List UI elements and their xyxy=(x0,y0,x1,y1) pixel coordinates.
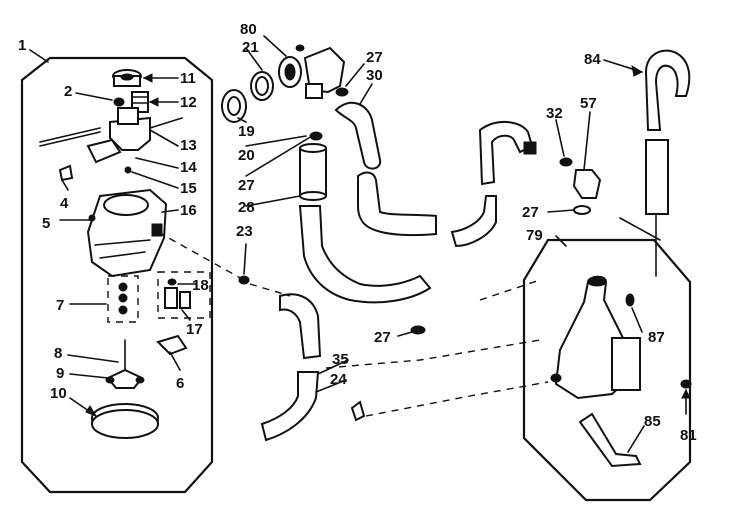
clip-4 xyxy=(58,164,74,182)
callout-12: 12 xyxy=(180,94,197,111)
hose-24 xyxy=(238,205,432,442)
pump-body xyxy=(86,188,168,278)
leader-lines xyxy=(29,35,687,453)
top-fittings xyxy=(221,44,349,123)
bracket-85 xyxy=(578,412,642,468)
callout-2: 2 xyxy=(64,83,72,100)
callout-1: 1 xyxy=(18,37,26,54)
callout-80: 80 xyxy=(240,21,257,38)
guide-lines xyxy=(157,231,549,417)
hose-84 xyxy=(619,49,691,277)
callout-79: 79 xyxy=(526,227,543,244)
callout-20: 20 xyxy=(238,147,255,164)
part-6 xyxy=(156,334,188,356)
callout-11: 11 xyxy=(180,70,196,87)
callout-labels: 1 2 4 5 6 7 8 9 10 11 12 13 14 15 16 17 … xyxy=(18,21,697,444)
callout-7: 7 xyxy=(56,297,64,314)
callout-27-right: 27 xyxy=(522,204,539,221)
screw-81 xyxy=(680,379,692,389)
callout-84: 84 xyxy=(584,51,601,68)
clamp-27-top xyxy=(335,87,349,97)
clamp-27-mid xyxy=(410,325,426,335)
hose-32 xyxy=(450,121,602,248)
callout-24: 24 xyxy=(330,371,347,388)
callout-21: 21 xyxy=(242,39,259,56)
arrowheads xyxy=(85,64,691,418)
callout-15: 15 xyxy=(180,180,197,197)
callout-85: 85 xyxy=(644,413,661,430)
callout-35: 35 xyxy=(332,351,349,368)
hose-30 xyxy=(334,101,437,237)
left-panel-border xyxy=(20,56,214,494)
nut-2 xyxy=(113,97,125,107)
callout-4: 4 xyxy=(60,195,69,212)
part-87 xyxy=(625,293,635,307)
bracket-7 xyxy=(107,275,139,323)
callout-27-mid: 27 xyxy=(374,329,391,346)
callout-23: 23 xyxy=(236,223,253,240)
callout-9: 9 xyxy=(56,365,64,382)
callout-14: 14 xyxy=(180,159,197,176)
right-panel-border xyxy=(522,238,692,502)
right-panel xyxy=(522,238,692,502)
elbow-57 xyxy=(572,169,602,199)
callout-27-left: 27 xyxy=(238,177,255,194)
callout-81: 81 xyxy=(680,427,697,444)
lever-rod xyxy=(39,127,101,143)
small-parts xyxy=(107,271,211,356)
box-17 xyxy=(157,271,211,319)
washer-15 xyxy=(124,166,132,174)
callout-13: 13 xyxy=(180,137,197,154)
callout-8: 8 xyxy=(54,345,62,362)
callout-30: 30 xyxy=(366,67,383,84)
callout-18: 18 xyxy=(192,277,209,294)
clamp-assembly xyxy=(91,339,159,439)
callout-57: 57 xyxy=(580,95,597,112)
callout-28: 28 xyxy=(238,199,255,216)
tube-28 xyxy=(299,131,327,201)
clamp-27-right xyxy=(573,205,591,215)
callout-27-top: 27 xyxy=(366,49,383,66)
valve-body xyxy=(109,116,151,151)
callout-17: 17 xyxy=(186,321,203,338)
callout-87: 87 xyxy=(648,329,665,346)
callout-5: 5 xyxy=(42,215,50,232)
part-23 xyxy=(238,275,250,285)
callout-10: 10 xyxy=(50,385,67,402)
callout-16: 16 xyxy=(180,202,197,219)
left-panel xyxy=(20,56,214,494)
callout-6: 6 xyxy=(176,375,184,392)
callout-19: 19 xyxy=(238,123,255,140)
valve-top-assembly xyxy=(39,69,183,182)
callout-32: 32 xyxy=(546,105,563,122)
